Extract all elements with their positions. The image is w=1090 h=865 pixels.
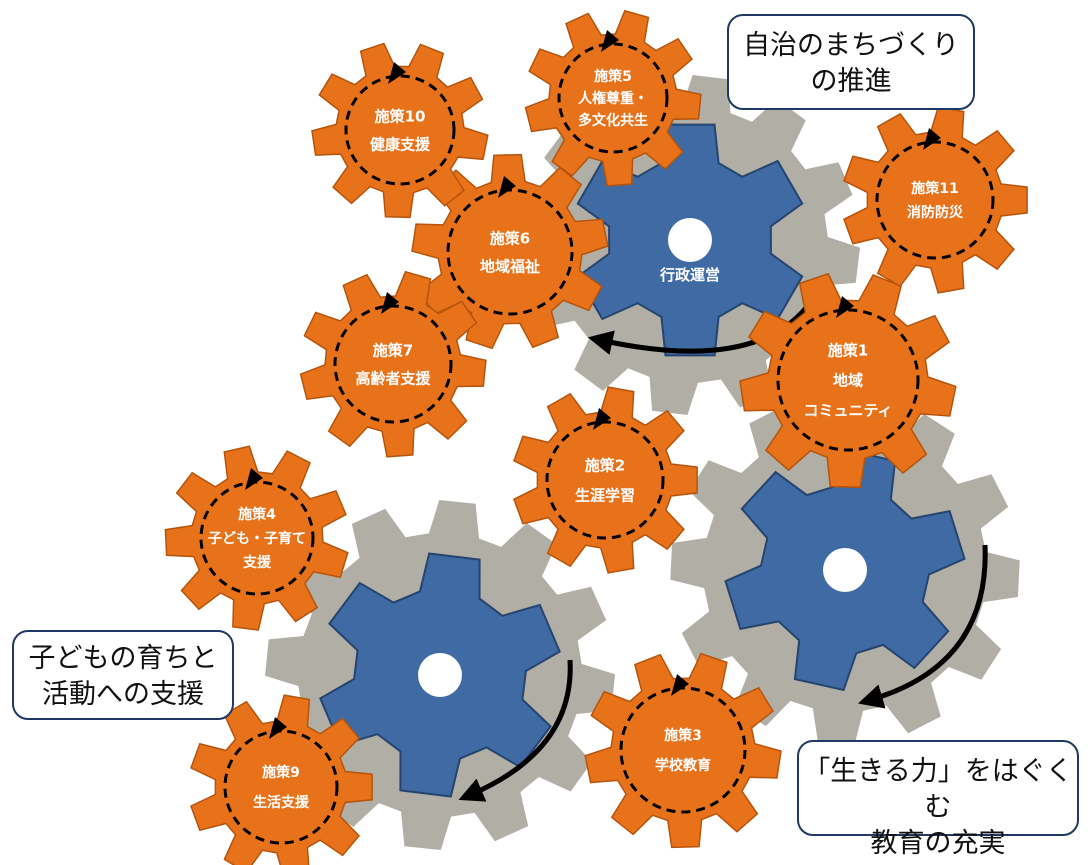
callout-kodomo: 子どもの育ちと 活動への支援 [12,630,234,720]
policy-gear-body [164,445,349,631]
policy-gear-p3: 施策3 学校教育 [584,652,782,849]
hub-gear-axle [823,548,867,592]
policy-gear-arrowhead [498,176,516,198]
policy-gear-body [311,42,489,219]
hub-gear-education [724,448,966,692]
policy-gear-label-line: 施策10 [375,107,426,125]
policy-gear-label-line: 施策6 [490,229,530,247]
rotation-arrow-child [458,659,573,802]
policy-gear-arrowhead [601,30,619,52]
policy-gear-arrowhead [388,62,406,84]
callout-jichi-line-2: の推進 [810,66,892,97]
policy-gear-dashed-ring [344,74,456,186]
policy-gear-p5: 施策5 人権尊重・多文化共生 [524,9,702,187]
callout-jichi-line-1: 自治のまちづくり [743,30,959,61]
policy-gear-p7: 施策7 高齢者支援 [299,270,487,458]
policy-gear-label-line: 施策11 [911,180,958,197]
callout-ikiru: 「生きる力」をはぐくむ 教育の充実 [797,740,1079,859]
policy-gear-label-line: 施策1 [828,341,868,359]
policy-gear-label-line: 多文化共生 [578,112,648,129]
policy-gear-label-line: 支援 [242,554,272,571]
policy-gear-label-line: 生活支援 [253,794,310,811]
policy-gear-body [524,9,702,187]
callout-kodomo-line-2: 活動への支援 [42,679,204,710]
policy-gear-label-line: 子ども・子育て [208,530,306,547]
policy-gear-body [513,386,698,574]
policy-gear-p2: 施策2 生涯学習 [513,386,698,574]
policy-gear-label-line: 施策3 [664,727,702,744]
callout-ikiru-line-2: 教育の充実 [870,828,1006,859]
policy-gear-arrowhead [923,128,941,150]
callout-jichi: 自治のまちづくり の推進 [727,14,975,110]
policy-gear-arrowhead [836,296,854,318]
policy-gear-body [299,270,487,458]
policy-gear-label-line: 施策4 [238,506,276,523]
policy-gear-body [584,652,782,849]
policy-gear-label-line: 人権尊重・ [578,90,648,107]
rotation-arrow-education [858,544,988,709]
rotation-arrow-admin [587,298,815,355]
policy-gear-label-line: 健康支援 [370,135,431,153]
policy-gear-label-line: 施策9 [262,764,300,781]
policy-gear-label-line: 施策2 [585,456,625,474]
policy-gear-label-line: 学校教育 [655,757,711,774]
policy-gear-label-line: 地域福祉 [480,257,540,275]
policy-gear-label-line: 施策5 [594,68,632,85]
policy-gear-arrowhead [381,292,399,314]
policy-gear-p6: 施策6 地域福祉 [411,153,609,350]
policy-gear-p10: 施策10 健康支援 [311,42,489,219]
hub-gear-label: 行政運営 [659,266,720,284]
policy-gear-label-line: 消防防災 [907,204,964,221]
hub-gear-child [319,552,561,798]
policy-gear-dashed-ring [557,42,669,154]
policy-gear-p9: 施策9 生活支援 [190,694,373,865]
callout-kodomo-line-1: 子どもの育ちと [28,643,218,674]
policy-gear-label-line: 施策7 [373,341,413,359]
hub-gear-axle [668,218,712,262]
callout-ikiru-line-1: 「生きる力」をはぐくむ [803,756,1073,823]
hub-gear-admin: 行政運営 [576,123,804,357]
policy-gear-body [843,106,1028,294]
policy-gear-label-line: コミュニティ [803,401,892,419]
policy-gear-arrowhead [245,468,263,490]
policy-gear-arrowhead [593,408,611,430]
policy-gear-p11: 施策11 消防防災 [843,106,1028,294]
policy-gear-label-line: 生涯学習 [575,486,635,504]
policy-gear-label-line: 地域 [833,371,863,389]
policy-gear-arrowhead [269,717,287,739]
policy-gear-label-line: 高齢者支援 [355,369,431,387]
hub-gear-axle [418,653,462,697]
policy-gear-dashed-ring [776,308,920,452]
policy-gear-arrowhead [671,674,689,696]
